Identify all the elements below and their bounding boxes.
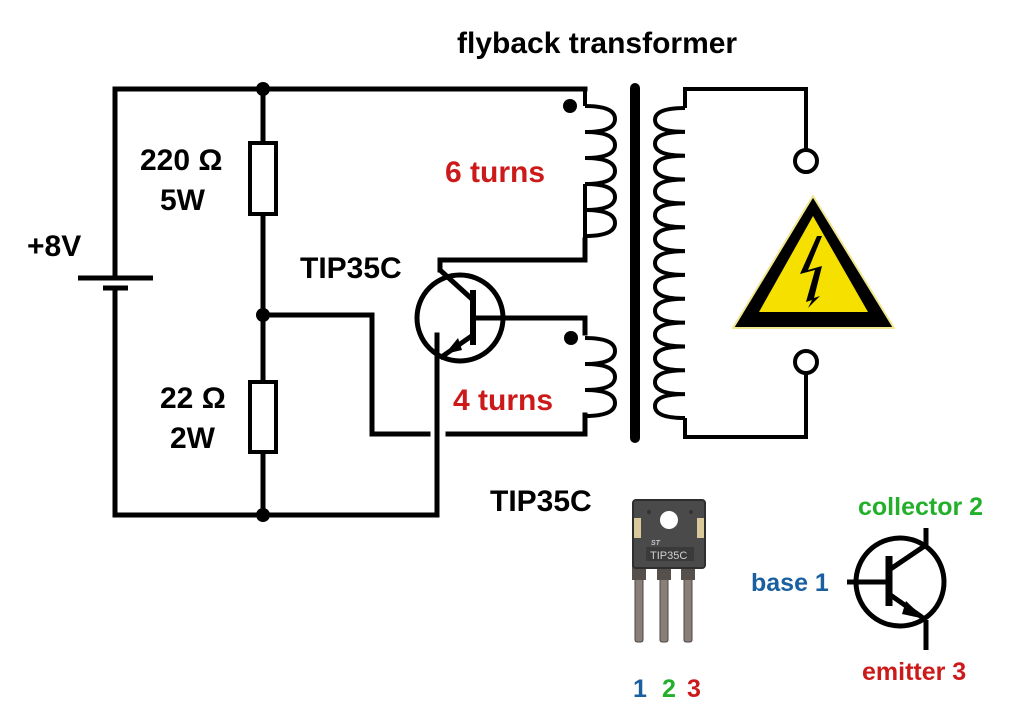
pin-2-number: 2: [662, 675, 676, 703]
collector-label: collector 2: [858, 493, 983, 521]
primary-winding: [583, 89, 618, 240]
hv-terminal-top: [793, 148, 819, 174]
pin-1-number: 1: [633, 675, 647, 703]
primary-turns-label: 6 turns: [445, 156, 545, 189]
transistor-package-image: ST TIP35C: [632, 499, 706, 643]
junction-dot: [256, 508, 270, 522]
high-voltage-warning-icon: [732, 195, 895, 329]
resistor-22-value: 22 Ω: [160, 382, 226, 415]
power-rail: [112, 86, 588, 518]
diagram-title: flyback transformer: [457, 27, 737, 60]
primary-polarity-dot: [563, 99, 577, 113]
resistor-220-power: 5W: [160, 184, 206, 217]
pinout-transistor-symbol: [847, 528, 947, 650]
transistor-symbol: [414, 237, 588, 364]
hv-terminal-bottom: [793, 349, 819, 375]
battery-symbol: [78, 275, 153, 291]
feedback-polarity-dot: [564, 331, 578, 345]
secondary-winding: [652, 87, 808, 439]
bias-wire: [260, 312, 431, 437]
resistor-22-power: 2W: [170, 422, 216, 455]
emitter-label: emitter 3: [862, 658, 966, 686]
package-marking: TIP35C: [650, 550, 687, 562]
junction-dot: [256, 82, 270, 96]
resistor-22: [248, 380, 278, 454]
resistor-220-value: 220 Ω: [140, 144, 222, 177]
resistor-220: [248, 141, 278, 216]
transistor-label: TIP35C: [300, 252, 402, 285]
feedback-return-wire: [445, 412, 588, 437]
feedback-winding: [583, 336, 618, 434]
package-brand: ST: [651, 540, 661, 547]
package-label: TIP35C: [490, 485, 592, 518]
feedback-turns-label: 4 turns: [453, 384, 553, 417]
base-label: base 1: [751, 569, 829, 597]
battery-voltage-label: +8V: [27, 230, 81, 263]
pin-3-number: 3: [687, 675, 701, 703]
